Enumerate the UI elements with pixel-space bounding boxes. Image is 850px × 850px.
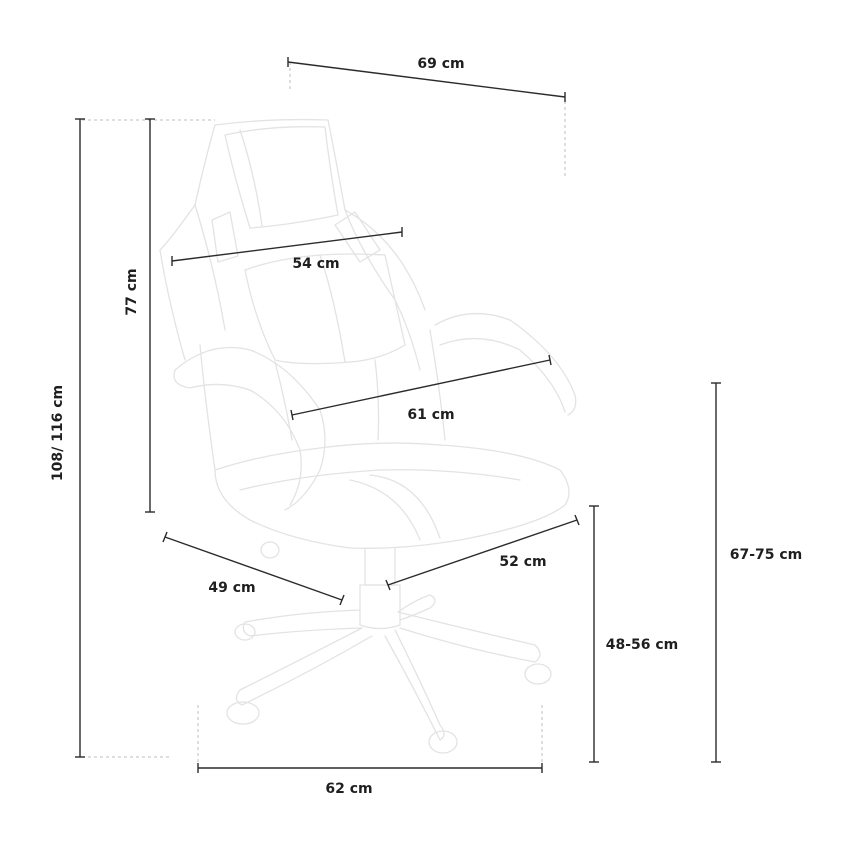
label-armrest-width: 61 cm (407, 407, 454, 423)
label-backrest-width: 54 cm (292, 256, 339, 272)
chair-illustration (159, 118, 577, 754)
label-backrest-height: 77 cm (124, 268, 140, 315)
label-base-width: 62 cm (325, 781, 372, 797)
label-seat-height: 48-56 cm (606, 637, 679, 653)
label-top-width: 69 cm (417, 56, 464, 72)
label-seat-width: 52 cm (499, 554, 546, 570)
dimension-labels: 69 cm 54 cm 77 cm 108/ 116 cm 61 cm 49 c… (50, 56, 802, 797)
label-seat-depth: 49 cm (208, 580, 255, 596)
label-armrest-height: 67-75 cm (730, 547, 803, 563)
guide-lines (82, 62, 566, 768)
label-total-height: 108/ 116 cm (50, 385, 66, 481)
dimension-lines (75, 57, 721, 773)
